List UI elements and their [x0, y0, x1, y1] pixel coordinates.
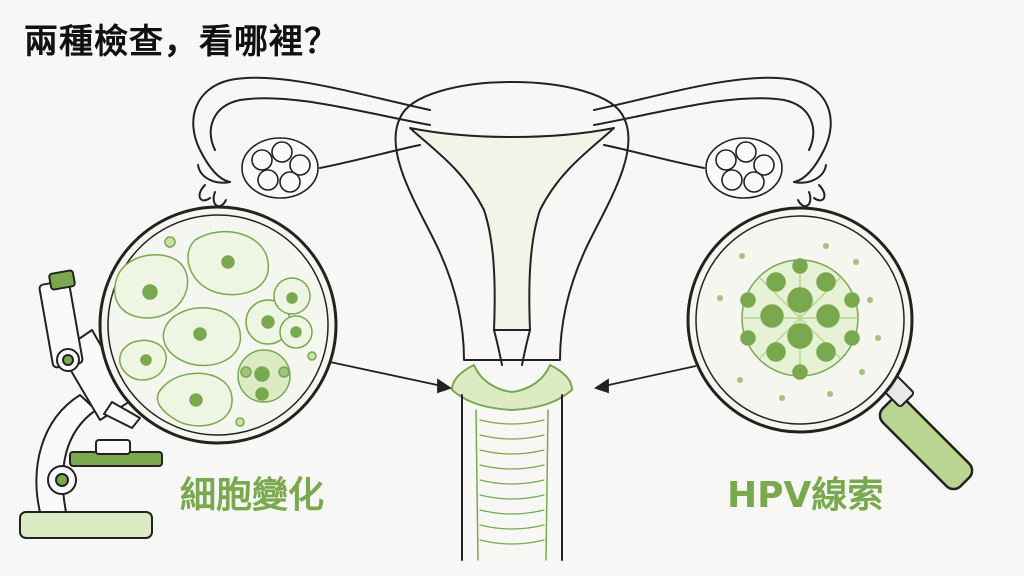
cervical-cells — [114, 231, 317, 427]
label-cell-change: 細胞變化 — [180, 475, 325, 516]
microscope-icon — [19, 269, 163, 539]
arrow-hpv-to-cervix — [603, 365, 697, 387]
vaginal-rugae — [479, 419, 545, 545]
arrow-cell-to-cervix — [329, 361, 443, 387]
hpv-magnifier — [686, 206, 974, 491]
left-fallopian-tube — [192, 76, 431, 183]
uterine-cavity — [409, 127, 615, 331]
arrowhead-right — [593, 378, 609, 394]
right-fimbriae — [793, 164, 827, 208]
right-ovary — [705, 137, 783, 199]
left-fimbriae — [197, 164, 231, 208]
uterus-illustration — [192, 76, 832, 561]
vaginal-canal — [461, 394, 563, 561]
cervix — [451, 364, 573, 411]
uterus-body — [394, 81, 630, 361]
left-ovary — [241, 137, 319, 199]
page-title: 兩種檢查，看哪裡？ — [24, 22, 339, 62]
arrowhead-left — [437, 378, 453, 394]
virus-particles — [717, 243, 881, 401]
right-fallopian-tube — [593, 76, 832, 183]
label-hpv-clue: HPV線索 — [727, 475, 884, 516]
cell-magnifier — [98, 205, 338, 445]
arrows — [329, 361, 697, 394]
hpv-virus-icon — [740, 258, 860, 380]
